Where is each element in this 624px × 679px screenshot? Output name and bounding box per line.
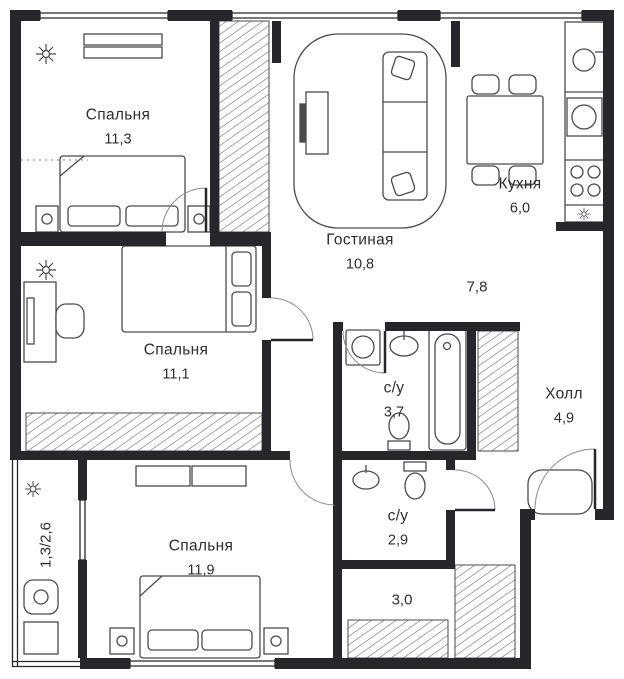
dresser-icon <box>83 33 163 59</box>
bed-icon <box>109 575 289 659</box>
toilet-icon <box>387 412 411 451</box>
bathroom-big-fixtures <box>345 327 467 451</box>
window-icon <box>129 659 276 668</box>
sink-icon <box>572 48 596 72</box>
door-entry <box>534 448 597 510</box>
bed-icon <box>121 245 257 333</box>
plant-icon <box>35 259 57 281</box>
dresser-icon <box>135 465 247 487</box>
window-icon <box>39 11 169 20</box>
furniture <box>23 21 605 659</box>
walls <box>10 10 614 669</box>
door-bedroom2 <box>270 297 314 342</box>
bathroom-small-fixtures <box>352 461 427 500</box>
balcony-glazing <box>11 460 80 668</box>
chair-icon <box>55 303 85 339</box>
toilet-icon <box>403 461 427 500</box>
door-bedroom1 <box>161 187 208 233</box>
door-bath-big <box>342 330 387 374</box>
doors <box>161 187 597 512</box>
window-icon <box>79 499 86 561</box>
balcony-items <box>23 480 59 655</box>
sofa-icon <box>382 51 428 201</box>
plant-icon <box>35 43 57 65</box>
desk-icon <box>23 281 85 363</box>
sink-icon <box>352 470 380 490</box>
kitchen-counter-icon <box>564 21 605 223</box>
living-zone <box>293 33 447 229</box>
stove-icon <box>570 165 601 197</box>
windows <box>11 11 583 668</box>
door-bedroom3 <box>289 459 337 506</box>
door-bath-small <box>454 469 496 512</box>
dining-table-icon <box>466 74 544 186</box>
window-icon <box>231 11 399 20</box>
bathtub-icon <box>428 327 467 451</box>
doormat-icon <box>527 469 593 515</box>
window-icon <box>439 11 583 20</box>
